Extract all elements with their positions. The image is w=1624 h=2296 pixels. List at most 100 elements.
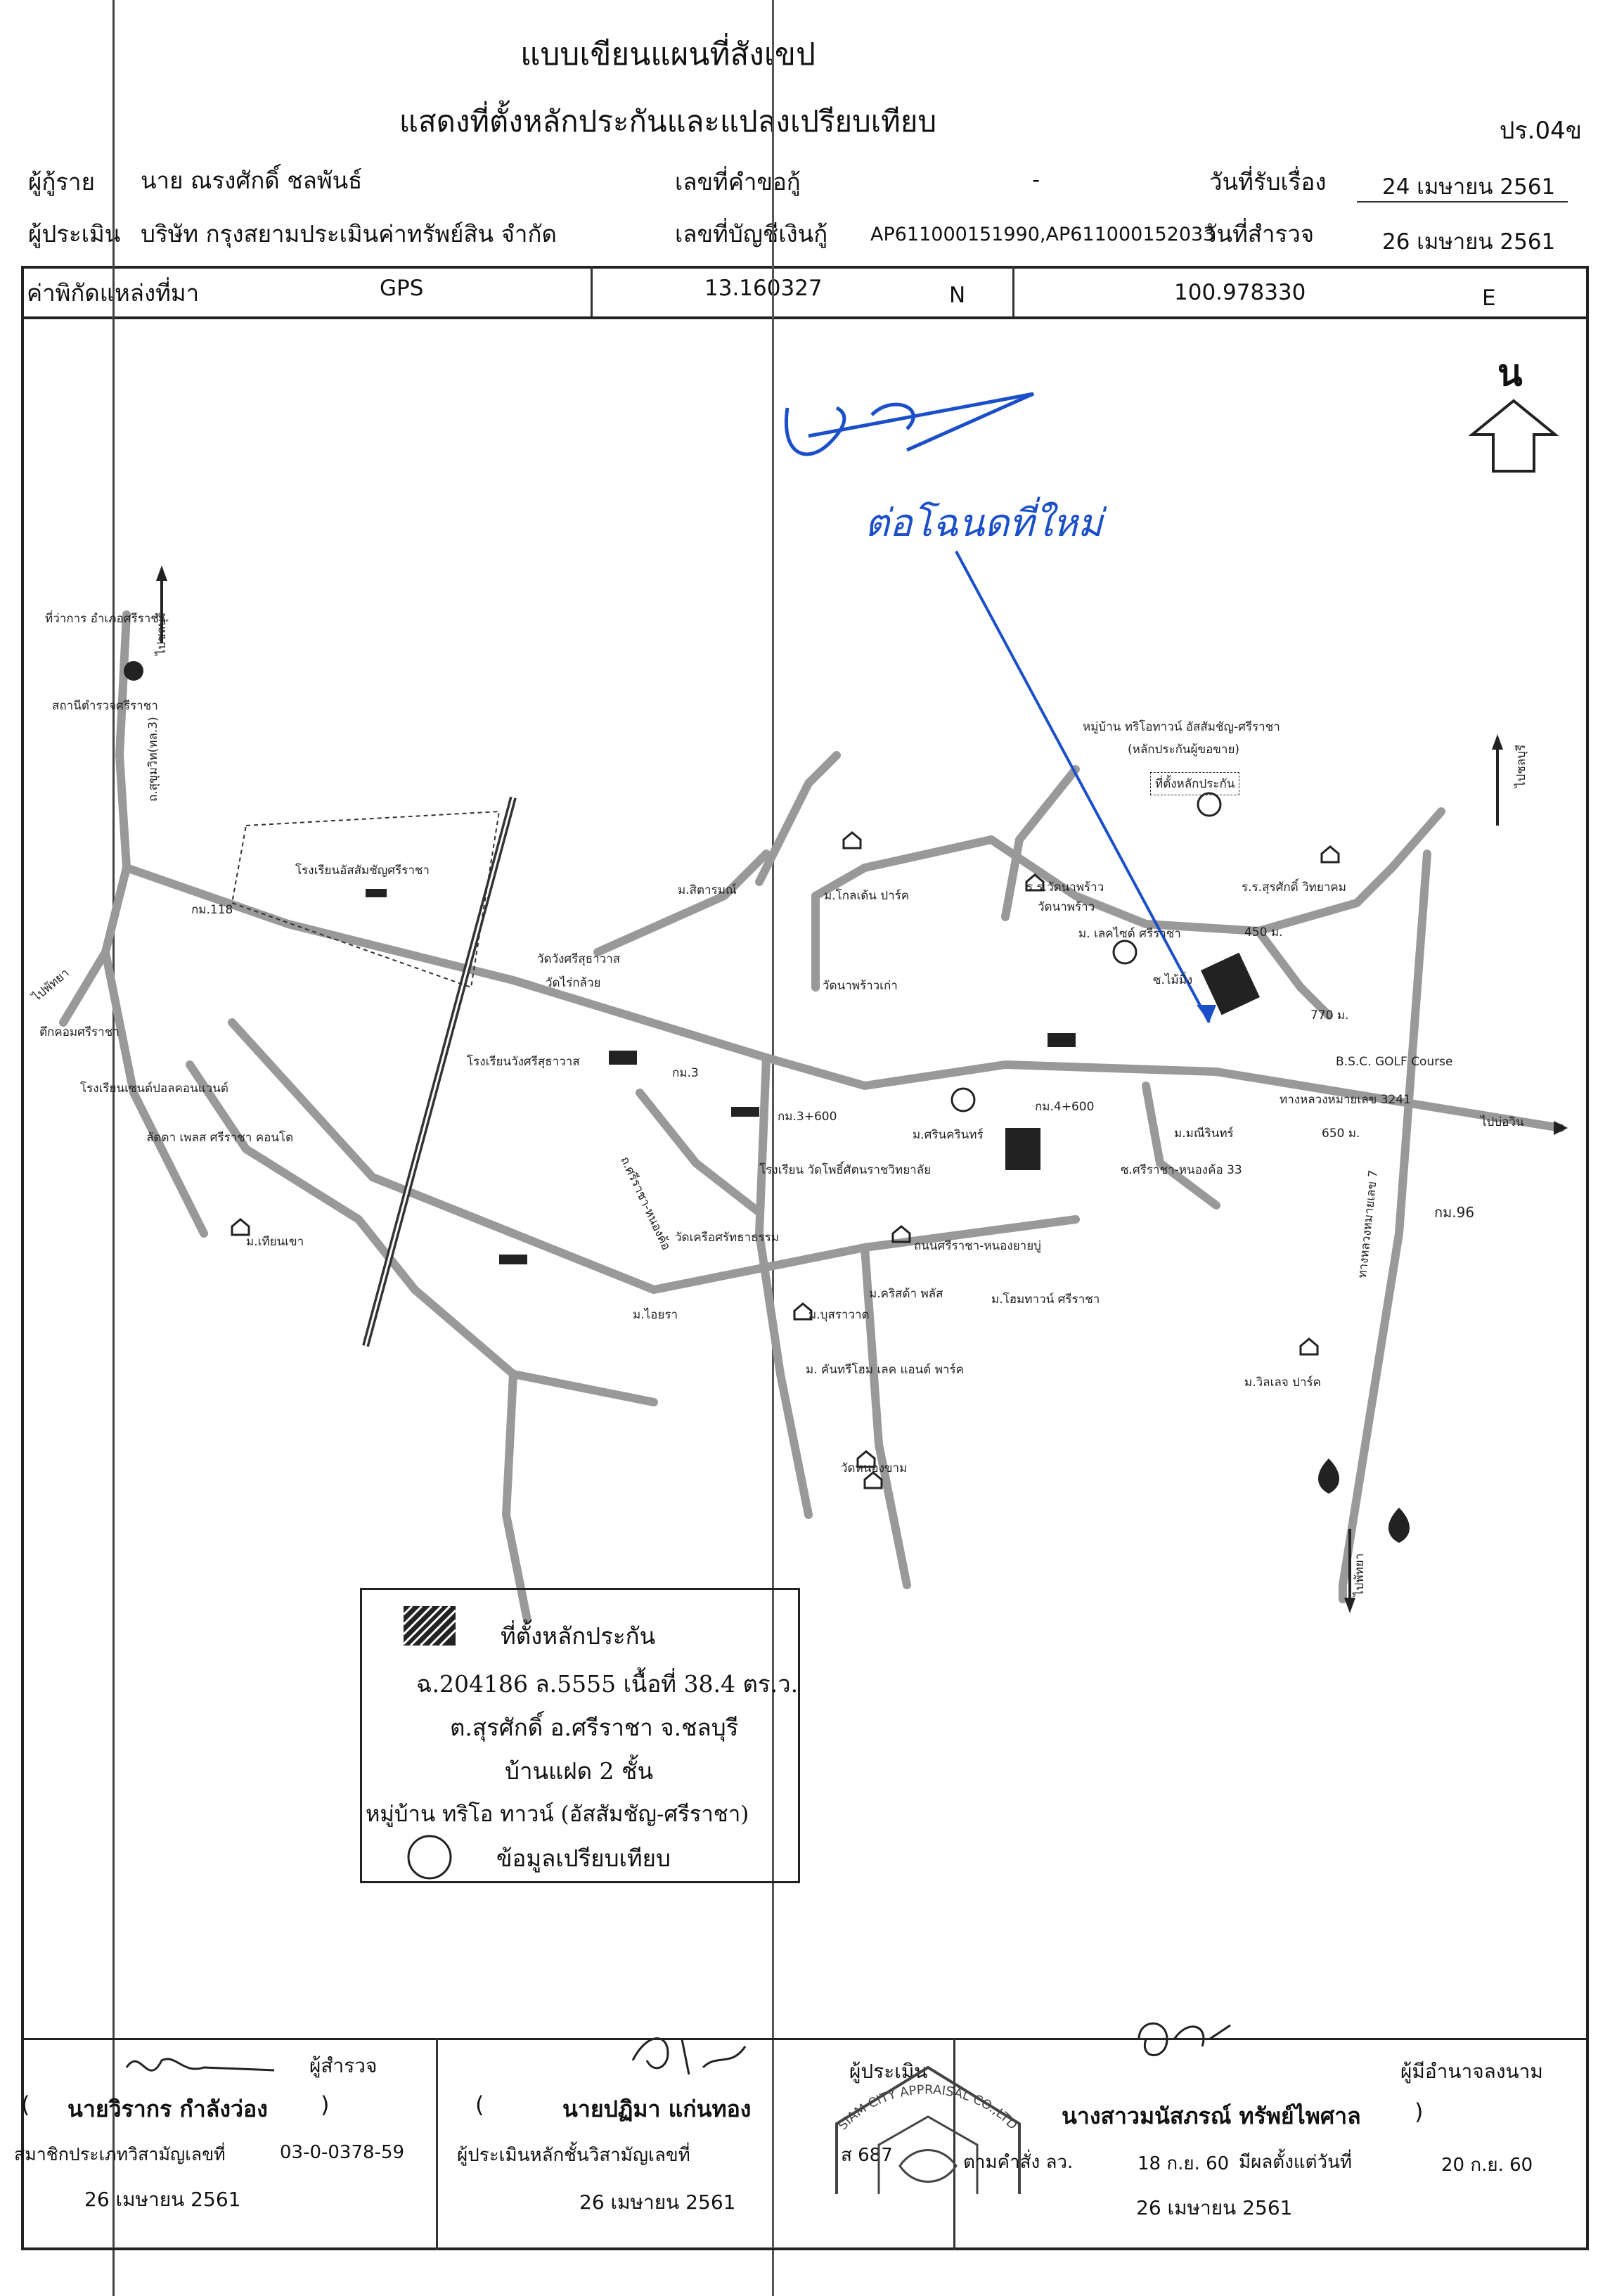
label-dist-650: 650 ม. (1322, 1127, 1360, 1141)
survey-date-value: 26 เมษายน 2561 (1382, 229, 1556, 255)
north-arrow-icon (1468, 399, 1559, 473)
label-wat-napraw: วัดนาพร้าวเก่า (823, 979, 898, 993)
north-label: น (1497, 352, 1523, 395)
authorized-date: 26 เมษายน 2561 (1136, 2196, 1293, 2219)
appraiser-signature (631, 2037, 747, 2075)
svg-text:SIAM CITY APPRAISAL CO.,LTD.: SIAM CITY APPRAISAL CO.,LTD. (816, 2053, 1020, 2133)
handwritten-note: ต่อโฉนดที่ใหม่ (865, 501, 1103, 545)
label-km3: กม.3 (672, 1066, 699, 1080)
label-m-sitaram: ม.สิตารมณ์ (678, 883, 737, 897)
label-m-butsarat: ม.บุสราวาต (808, 1308, 870, 1322)
label-school-sriracha: โรงเรียนวังศรีสุธาวาส (467, 1055, 580, 1069)
label-m-krisda: ม.คริสด้า พลัส (869, 1287, 943, 1301)
appraiser-role: ผู้ประเมิน (849, 2060, 928, 2083)
label-sena-school: โรงเรียนเซนต์ปอลคอนแวนต์ (80, 1082, 228, 1096)
received-date-label: วันที่รับเรื่อง (1209, 168, 1327, 195)
label-m-srinarin: ม.ศรินครินทร์ (913, 1128, 984, 1142)
appraiser-name: นายปฏิมา แก่นทอง (562, 2096, 752, 2122)
surveyor-signature (125, 2058, 275, 2072)
label-police-station: สถานีตำรวจศรีราชา (52, 699, 158, 713)
label-wat-rai-kluay: วัดไร่กล้วย (546, 976, 601, 990)
label-road-nongyaiboo: ถนนศรีราชา-หนองยายบู่ (914, 1239, 1041, 1253)
label-golf: B.S.C. GOLF Course (1336, 1055, 1453, 1069)
survey-date-label: วันที่สำรวจ (1204, 220, 1315, 248)
company-stamp: SIAM CITY APPRAISAL CO.,LTD. (816, 2053, 1021, 2194)
label-sukhumvit: ถ.สุขุมวิท(ทล.3) (146, 717, 160, 802)
request-no-label: เลขที่คำขอกู้ (675, 168, 801, 195)
longitude-value: 100.978330 (1174, 280, 1306, 305)
label-collateral-note: (หลักประกันผู้ขอขาย) (1128, 743, 1240, 757)
label-school2: โรงเรียน วัดโพธิ์ศัตนราชวิทยาลัย (759, 1163, 932, 1177)
authorized-signature (1138, 2022, 1231, 2056)
label-m-manirin: ม.มณีรินทร์ (1174, 1127, 1234, 1141)
stamp-text: SIAM CITY APPRAISAL CO.,LTD. (816, 2053, 1020, 2133)
label-m-laiyara: ม.ไอยรา (633, 1308, 678, 1322)
borrower-label: ผู้กู้ราย (28, 168, 95, 195)
label-wat-nong-kham: วัดหนองขาม (841, 1461, 908, 1475)
label-soi33: ซ.ศรีราชา-หนองค้อ 33 (1121, 1163, 1242, 1177)
legend-house-type: บ้านแฝด 2 ชั้น (505, 1757, 654, 1785)
longitude-direction: E (1482, 286, 1496, 311)
authorized-effective-date: 20 ก.ย. 60 (1441, 2155, 1533, 2176)
comparison-circle-icon (407, 1835, 452, 1880)
surveyor-member-label: สมาชิกประเภทวิสามัญเลขที่ (14, 2144, 226, 2164)
label-rr-napraw: ร.ร.วัดนาพร้าว (1026, 880, 1104, 894)
label-m-home-town: ม.โฮมทาวน์ ศรีราชา (991, 1293, 1100, 1307)
label-km96: กม.96 (1434, 1204, 1475, 1221)
label-condo: ลัดดา เพลส ศรีราชา คอนโด (146, 1131, 294, 1145)
label-m-therngkhao: ม.เทียนเขา (246, 1235, 304, 1249)
appraiser-label: ผู้ประเมิน (28, 220, 121, 248)
authorized-effective-label: มีผลตั้งแต่วันที่ (1239, 2152, 1353, 2173)
authorized-order-label: ตามคำสั่ง ลว. (963, 2152, 1074, 2173)
appraiser-member-no: ส 687 (841, 2145, 893, 2166)
label-soi-mai-ming: ซ.ไม้มิ่ง (1153, 973, 1193, 987)
label-rr-surasak: ร.ร.สุรศักดิ์ วิทยาคม (1242, 880, 1346, 894)
form-code: ปร.04ข (1499, 117, 1582, 145)
legend-village: หมู่บ้าน ทริโอ ทาวน์ (อัสสัมชัญ-ศรีราชา) (366, 1802, 749, 1827)
label-collateral-location: ที่ตั้งหลักประกัน (1150, 772, 1240, 795)
surveyor-date: 26 เมษายน 2561 (84, 2188, 241, 2211)
authorized-name: นางสาวมนัสภรณ์ ทรัพย์ไพศาล (1062, 2103, 1361, 2129)
document-title: แบบเขียนแผนที่สังเขป (520, 37, 816, 72)
surveyor-name: นายวิรากร กำลังว่อง (67, 2096, 268, 2122)
label-m-kanthree: ม. คันทรีโฮม เลค แอนด์ พาร์ค (806, 1363, 964, 1377)
label-km3-600: กม.3+600 (778, 1110, 837, 1124)
label-m-lakeside: ม. เลคไซด์ ศรีราชา (1078, 927, 1181, 941)
handwritten-signature (785, 392, 1035, 456)
latitude-value: 13.160327 (704, 276, 823, 301)
label-to-pattaya-south: ไปพัทยา (1353, 1553, 1367, 1596)
label-to-bowin: ไปบ่อวิน (1481, 1115, 1524, 1129)
label-assumption-school: โรงเรียนอัสสัมชัญศรีราชา (295, 864, 430, 878)
collateral-hatch-icon (404, 1606, 456, 1646)
label-dist-450: 450 ม. (1244, 925, 1283, 939)
legend-location: ต.สุรศักดิ์ อ.ศรีราชา จ.ชลบุรี (450, 1714, 739, 1741)
label-hwy3241: ทางหลวงหมายเลข 3241 (1280, 1093, 1411, 1107)
legend-collateral-label: ที่ตั้งหลักประกัน (501, 1622, 656, 1650)
label-to-chonburi-north: ไปชลบุรี (155, 612, 169, 655)
surveyor-role: ผู้สำรวจ (309, 2054, 378, 2077)
received-date-value: 24 เมษายน 2561 (1382, 174, 1556, 200)
label-km118: กม.118 (191, 903, 233, 917)
label-m-golden-park: ม.โกลเด้น ปาร์ค (824, 889, 910, 903)
appraiser-member-label: ผู้ประเมินหลักชั้นวิสามัญเลขที่ (457, 2145, 690, 2166)
account-no-value: AP611000151990,AP611000152033 (870, 224, 1216, 245)
authorized-role: ผู้มีอำนาจลงนาม (1400, 2060, 1543, 2083)
legend-deed: ฉ.204186 ล.5555 เนื้อที่ 38.4 ตร.ว. (416, 1670, 799, 1698)
label-dist-770: 770 ม. (1310, 1008, 1349, 1022)
borrower-value: นาย ณรงศักดิ์ ชลพันธ์ (141, 167, 363, 194)
label-district-office: ที่ว่าการ อำเภอศรีราชา (45, 612, 166, 626)
account-no-label: เลขที่บัญชีเงินกู้ (675, 220, 828, 248)
label-m-trio: หมู่บ้าน ทริโอทาวน์ อัสสัมชัญ-ศรีราชา (1083, 720, 1280, 734)
label-wat-napraw2: วัดนาพร้าว (1038, 900, 1095, 914)
label-sriracha-building: ตึกคอมศรีราชา (39, 1025, 120, 1039)
road-map (59, 551, 1568, 1624)
label-m-village-park: ม.วิลเลจ ปาร์ค (1244, 1375, 1322, 1390)
legend-box (360, 1588, 800, 1883)
latitude-direction: N (949, 283, 966, 308)
label-to-chonburi-east: ไปชลบุรี (1514, 744, 1528, 788)
label-wat-khroo: วัดเครือศรัทธาธรรม (675, 1231, 780, 1245)
authorized-order-date: 18 ก.ย. 60 (1138, 2153, 1230, 2174)
appraiser-value: บริษัท กรุงสยามประเมินค่าทรัพย์สิน จำกัด (141, 220, 557, 248)
label-wat-sriracha: วัดวังศรีสุธาวาส (537, 952, 621, 966)
label-km4-600: กม.4+600 (1035, 1100, 1095, 1114)
